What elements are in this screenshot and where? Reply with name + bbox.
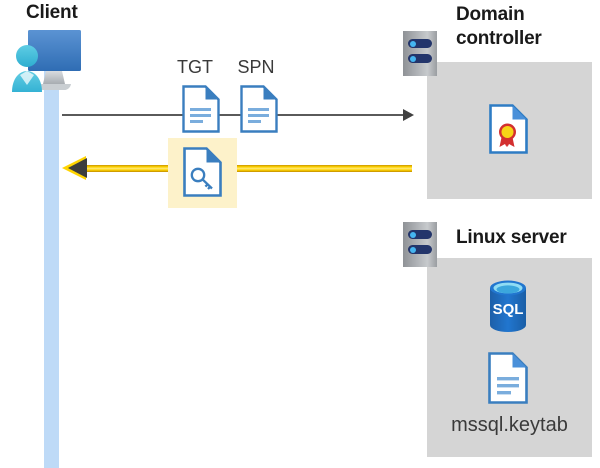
sql-database-icon: SQL — [484, 279, 532, 334]
svg-text:SQL: SQL — [493, 301, 524, 318]
response-arrow-line — [82, 165, 412, 172]
keytab-filename-label: mssql.keytab — [451, 414, 568, 436]
key-document-icon — [183, 147, 222, 197]
keytab-document-icon — [488, 352, 528, 404]
tgt-document-icon — [182, 85, 220, 133]
request-arrow-line — [62, 114, 407, 116]
client-lifeline — [44, 62, 59, 468]
tgt-label: TGT — [177, 57, 213, 77]
response-arrow-head — [68, 158, 87, 178]
server-led — [408, 54, 432, 63]
certificate-document-icon — [489, 104, 528, 154]
spn-label: SPN — [237, 57, 275, 77]
domain-controller-server-icon — [403, 31, 437, 76]
spn-document-icon — [240, 85, 278, 133]
server-led — [408, 245, 432, 254]
client-user-monitor-icon — [8, 26, 104, 98]
linux-server-title: Linux server — [456, 227, 567, 248]
request-arrow-head — [403, 109, 414, 121]
server-led — [408, 39, 432, 48]
domain-controller-title: Domain controller — [456, 4, 542, 49]
linux-server-icon — [403, 222, 437, 267]
client-title: Client — [26, 2, 78, 23]
server-led — [408, 230, 432, 239]
